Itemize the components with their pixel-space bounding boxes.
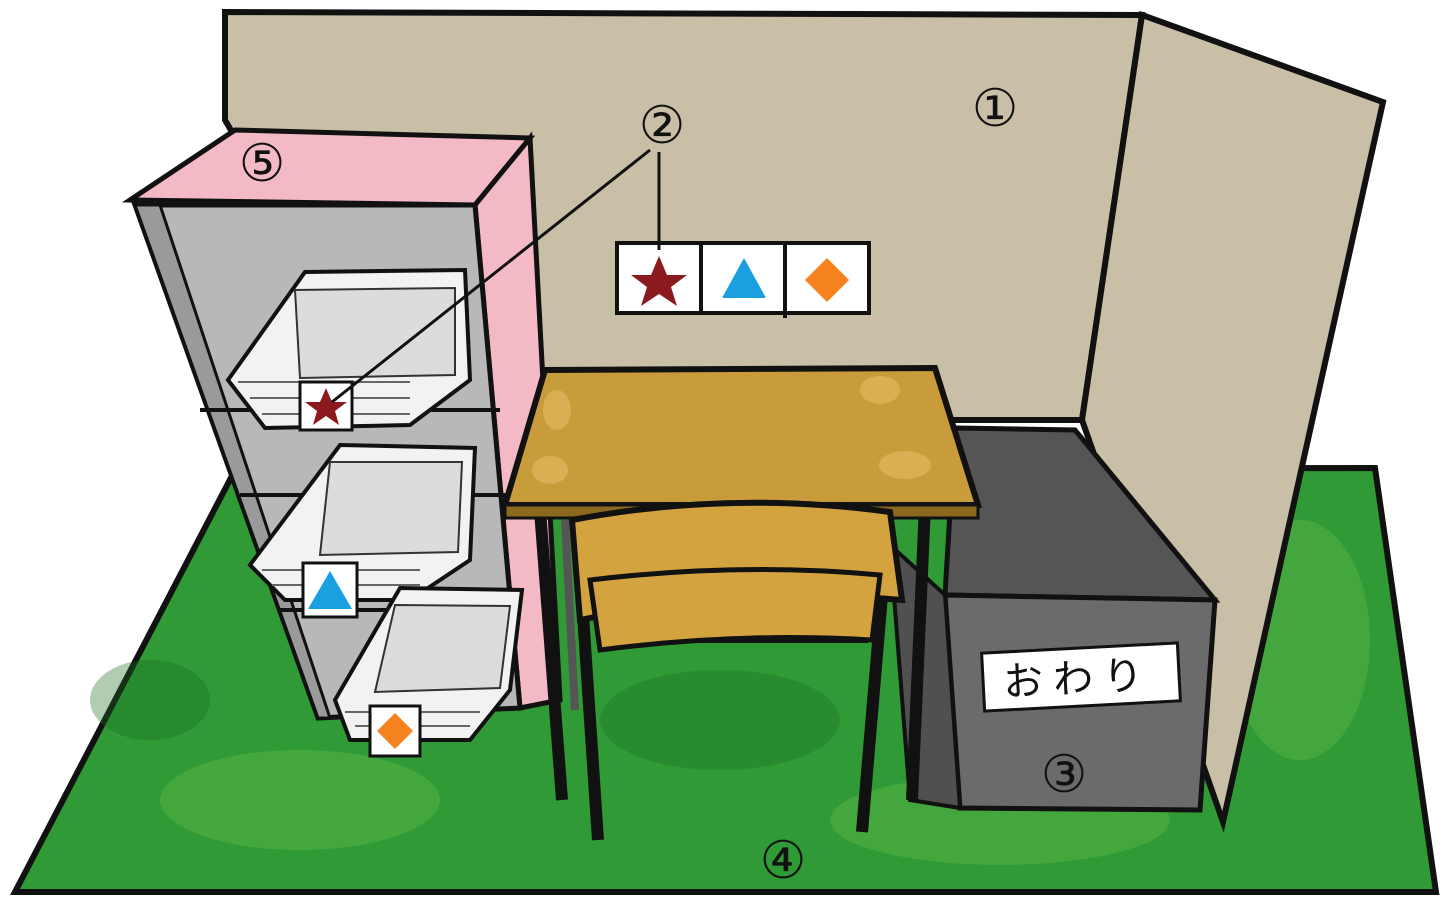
basket-tag-triangle bbox=[301, 561, 359, 619]
finish-box: おわり bbox=[887, 425, 1221, 813]
schedule-triangle bbox=[722, 258, 766, 298]
schedule-card-strip bbox=[615, 241, 871, 318]
schedule-diamond bbox=[805, 258, 849, 302]
finish-box-label-plate bbox=[980, 641, 1182, 713]
basket-tag-star bbox=[298, 380, 354, 432]
label-partition: ① bbox=[972, 79, 1019, 139]
leader-line-to-basket bbox=[331, 148, 651, 404]
shelf-top bbox=[121, 127, 536, 208]
chair bbox=[568, 499, 906, 841]
basket-middle bbox=[247, 442, 478, 602]
schedule-star bbox=[631, 256, 687, 306]
label-shelf: ⑤ bbox=[239, 134, 286, 194]
basket-bottom bbox=[332, 585, 525, 742]
label-schedule-card: ② bbox=[639, 96, 686, 156]
desk-top bbox=[500, 364, 983, 508]
finish-box-label: おわり bbox=[1002, 652, 1154, 706]
chair-seat bbox=[587, 567, 883, 653]
label-floor-mat: ④ bbox=[760, 831, 807, 891]
basket-tag-diamond bbox=[368, 704, 422, 758]
label-finish-box: ③ bbox=[1041, 745, 1088, 805]
basket-top bbox=[225, 267, 473, 431]
